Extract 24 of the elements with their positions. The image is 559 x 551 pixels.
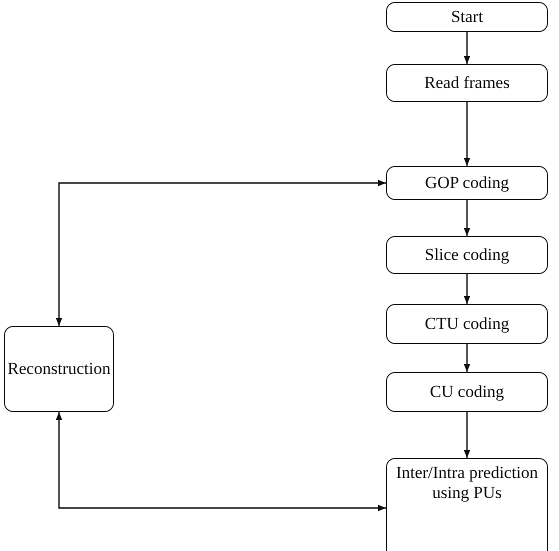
process-box: [386, 64, 548, 102]
arrow: [464, 412, 470, 458]
box-label: Reconstruction: [6, 358, 112, 380]
arrow: [464, 32, 470, 64]
process-box: [386, 166, 548, 200]
process-box: [386, 236, 548, 274]
box-label: Inter/Intra prediction using PUs: [394, 463, 540, 504]
box-label: GOP coding: [424, 172, 510, 194]
arrow: [464, 102, 470, 166]
process-box: [386, 304, 548, 344]
process-box: [4, 326, 114, 412]
process-box: [386, 2, 548, 32]
process-box: [386, 458, 548, 551]
arrow: [464, 200, 470, 236]
box-label: Read frames: [423, 72, 511, 94]
box-label: Slice coding: [424, 244, 510, 266]
box-label: CTU coding: [424, 314, 510, 334]
arrow: [56, 180, 386, 326]
process-box: [386, 372, 548, 412]
arrow: [464, 344, 470, 372]
arrow: [56, 412, 386, 512]
arrow: [464, 274, 470, 304]
box-label: CU coding: [428, 382, 506, 402]
box-label: Start: [450, 6, 484, 28]
